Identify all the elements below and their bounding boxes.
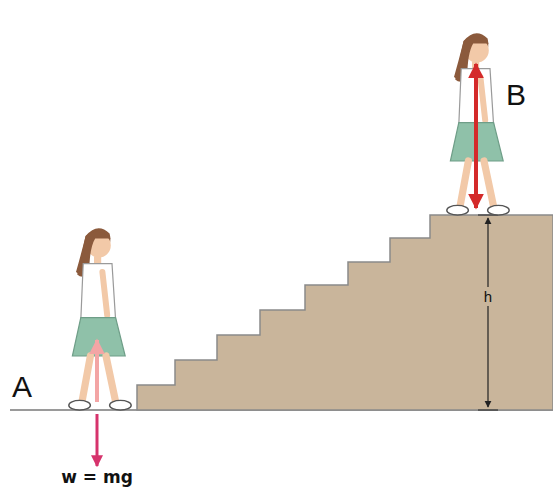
point-label: B — [506, 80, 526, 110]
woman-figure — [69, 228, 131, 410]
dimension-line — [487, 218, 488, 407]
weight-arrow — [474, 138, 478, 208]
dimension-tick — [478, 410, 498, 411]
point-label: A — [12, 372, 32, 402]
staircase — [137, 215, 553, 410]
force-arrow — [95, 340, 99, 402]
force-label: w = mg — [61, 469, 133, 486]
woman-figure — [447, 33, 509, 215]
weight-arrow — [96, 414, 99, 466]
force-arrow — [474, 64, 478, 138]
dimension-label: h — [482, 287, 494, 306]
